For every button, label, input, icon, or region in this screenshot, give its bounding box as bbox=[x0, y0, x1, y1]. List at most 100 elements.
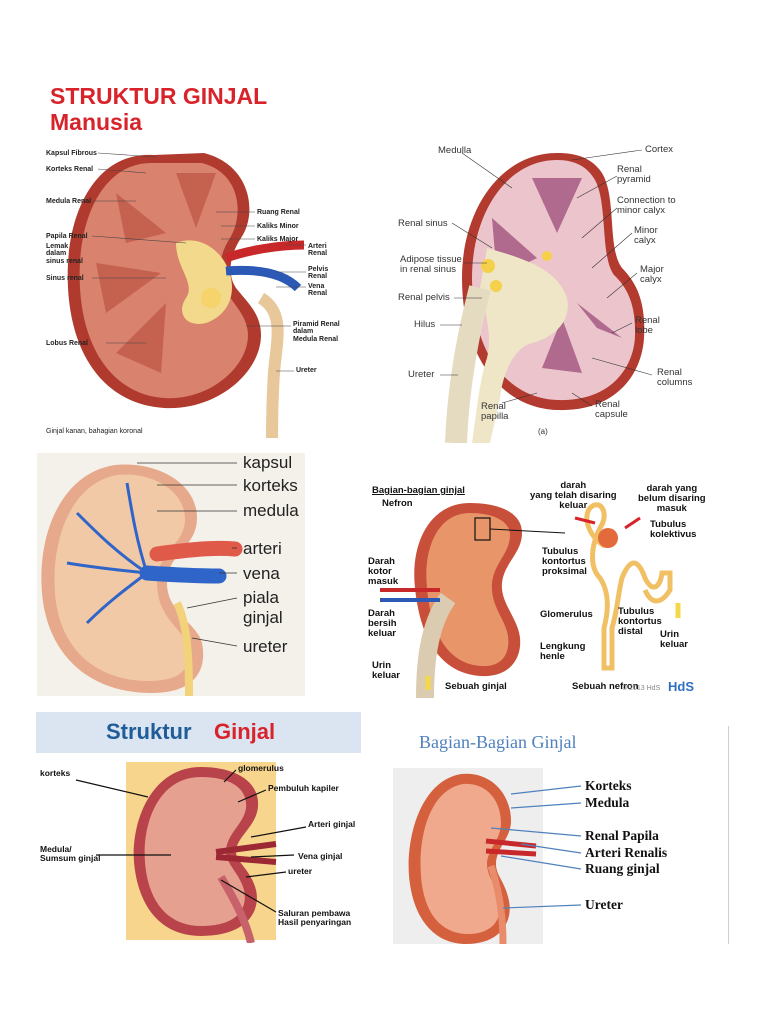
figure-tag: (a) bbox=[538, 427, 548, 436]
label-darah-bersih: Darah bersih keluar bbox=[368, 608, 397, 639]
panel1-title-line2: Manusia bbox=[50, 109, 143, 135]
label-minor-calyx: Minor calyx bbox=[634, 225, 658, 247]
label-darah-kotor: Darah kotor masuk bbox=[368, 556, 399, 587]
renal-vein bbox=[225, 265, 302, 292]
label-arteri-renalis: Arteri Renalis bbox=[585, 845, 668, 860]
kidney-coronal-illustration bbox=[67, 152, 306, 438]
label-hilus: Hilus bbox=[414, 319, 436, 330]
pyramid-4 bbox=[176, 173, 216, 228]
label-arteri-renal: Arteri Renal bbox=[308, 243, 328, 258]
label-glomerulus: Glomerulus bbox=[540, 609, 593, 620]
panel5-title-struktur: Struktur bbox=[106, 719, 192, 744]
label-korteks: korteks bbox=[40, 768, 71, 778]
label-ureter: Ureter bbox=[585, 897, 623, 912]
ureter bbox=[445, 285, 491, 443]
label-renal-sinus: Renal sinus bbox=[398, 218, 448, 229]
label-arteri: arteri bbox=[243, 539, 282, 558]
pyramid-1 bbox=[116, 193, 166, 243]
label-urin-keluar: Urin keluar bbox=[372, 660, 400, 681]
ureter bbox=[217, 874, 255, 943]
label-sebuah-nefron: Sebuah nefron bbox=[572, 681, 639, 692]
pyramid-2 bbox=[96, 263, 161, 313]
kidney-inner bbox=[420, 783, 501, 934]
label-renal-papila: Renal Papila bbox=[585, 828, 659, 843]
blue-vessels bbox=[66, 482, 149, 625]
panel-struktur-ginjal: Struktur Ginjal korteks glomerulus Pembu… bbox=[36, 712, 361, 943]
label-belum-disaring: darah yang belum disaring masuk bbox=[638, 483, 706, 514]
panel6-right-border bbox=[728, 726, 729, 944]
ureter-tube bbox=[257, 292, 284, 438]
label-medulla: Medulla bbox=[438, 145, 472, 156]
fat-blob bbox=[201, 288, 221, 308]
label-medula-renal: Medula Renal bbox=[46, 198, 92, 205]
label-piramid-renal: Piramid Renal dalam Medula Renal bbox=[293, 321, 340, 343]
label-vena-renal: Vena Renal bbox=[308, 283, 328, 298]
label-pelvis-renal: Pelvis Renal bbox=[308, 266, 329, 281]
panel6-title: Bagian-Bagian Ginjal bbox=[419, 732, 577, 752]
label-vena: vena bbox=[243, 564, 280, 583]
label-lobus-renal: Lobus Renal bbox=[46, 340, 89, 347]
watermark-text: © 2013 HdS bbox=[622, 685, 661, 692]
label-tubulus-kolektivus: Tubulus kolektivus bbox=[650, 519, 697, 540]
label-major-calyx: Major calyx bbox=[640, 264, 664, 286]
label-renal-columns: Renal columns bbox=[657, 367, 693, 389]
label-renal-pyramid: Renal pyramid bbox=[617, 164, 651, 186]
label-sinus-renal: Sinus renal bbox=[46, 275, 84, 282]
kidney-section-illustration bbox=[393, 768, 582, 944]
renal-vein bbox=[139, 565, 227, 584]
label-lemak-sinus: Lemak dalam sinus renal bbox=[46, 243, 83, 265]
label-connection-minor-calyx: Connection to minor calyx bbox=[617, 195, 676, 217]
label-medula: Medula bbox=[585, 795, 630, 810]
label-renal-pelvis: Renal pelvis bbox=[398, 292, 450, 303]
red-arrow-out bbox=[574, 516, 596, 525]
kidney-inner bbox=[144, 777, 247, 926]
panel-struktur-ginjal-manusia: STRUKTUR GINJAL Manusia K bbox=[36, 73, 344, 438]
label-renal-lobe: Renal lobe bbox=[635, 315, 660, 337]
label-renal-papilla: Renal papilla bbox=[481, 401, 509, 423]
kidney-anatomy-illustration bbox=[440, 149, 653, 443]
label-tubulus-proksimal: Tubulus kontortus proksimal bbox=[542, 546, 587, 577]
label-arteri-ginjal: Arteri ginjal bbox=[308, 819, 356, 829]
label-pembuluh-kapiler: Pembuluh kapiler bbox=[268, 783, 339, 793]
kidney-structure-illustration bbox=[75, 762, 307, 943]
kidney-inner bbox=[426, 513, 510, 667]
label-ureter: Ureter bbox=[408, 369, 435, 380]
renal-vessels bbox=[215, 841, 277, 865]
label-ruang-ginjal: Ruang ginjal bbox=[585, 861, 660, 876]
label-medula-sumsum: Medula/ Sumsum ginjal bbox=[40, 844, 101, 864]
brand-logo: HdS bbox=[668, 679, 694, 694]
label-cortex: Cortex bbox=[645, 144, 673, 155]
pyramid-3 bbox=[116, 303, 166, 373]
panel-ginjal-simple: kapsul korteks medula arteri vena piala … bbox=[37, 453, 305, 696]
label-renal-capsule: Renal capsule bbox=[595, 399, 628, 421]
label-piala-ginjal: piala ginjal bbox=[243, 588, 283, 628]
panel1-caption: Ginjal kanan, bahagian koronal bbox=[46, 428, 143, 435]
label-urin-keluar-2: Urin keluar bbox=[660, 629, 688, 650]
title-banner bbox=[36, 712, 361, 753]
label-ruang-renal: Ruang Renal bbox=[257, 209, 300, 216]
label-tubulus-distal: Tubulus kontortus distal bbox=[618, 606, 662, 637]
label-vena-ginjal: Vena ginjal bbox=[298, 851, 343, 861]
label-ureter: ureter bbox=[288, 866, 313, 876]
panel5-title-ginjal: Ginjal bbox=[214, 719, 276, 744]
glomerulus bbox=[598, 528, 618, 548]
label-lengkung-henle: Lengkung henle bbox=[540, 641, 586, 662]
label-papila-renal: Papila Renal bbox=[46, 233, 88, 240]
label-korteks: Korteks bbox=[585, 778, 632, 793]
ureter-tube bbox=[416, 592, 456, 698]
label-kaliks-major: Kaliks Major bbox=[257, 236, 299, 243]
panel-bagian-bagian-ginjal-nefron: Bagian-bagian ginjal Nefron Darah kotor … bbox=[360, 478, 710, 698]
kidney-cortex bbox=[54, 474, 189, 681]
ureter bbox=[173, 601, 193, 696]
red-arrow-in bbox=[624, 516, 641, 530]
kidney-half-illustration bbox=[41, 462, 243, 696]
renal-pelvis bbox=[472, 248, 568, 443]
renal-artery bbox=[149, 540, 243, 562]
nephron-tube bbox=[584, 502, 673, 671]
label-korteks-renal: Korteks Renal bbox=[46, 166, 94, 173]
label-kapsul: kapsul bbox=[243, 453, 293, 472]
label-kaliks-minor: Kaliks Minor bbox=[257, 223, 299, 230]
label-ureter: Ureter bbox=[296, 367, 317, 374]
label-korteks: korteks bbox=[243, 476, 298, 495]
label-glomerulus: glomerulus bbox=[238, 763, 284, 773]
